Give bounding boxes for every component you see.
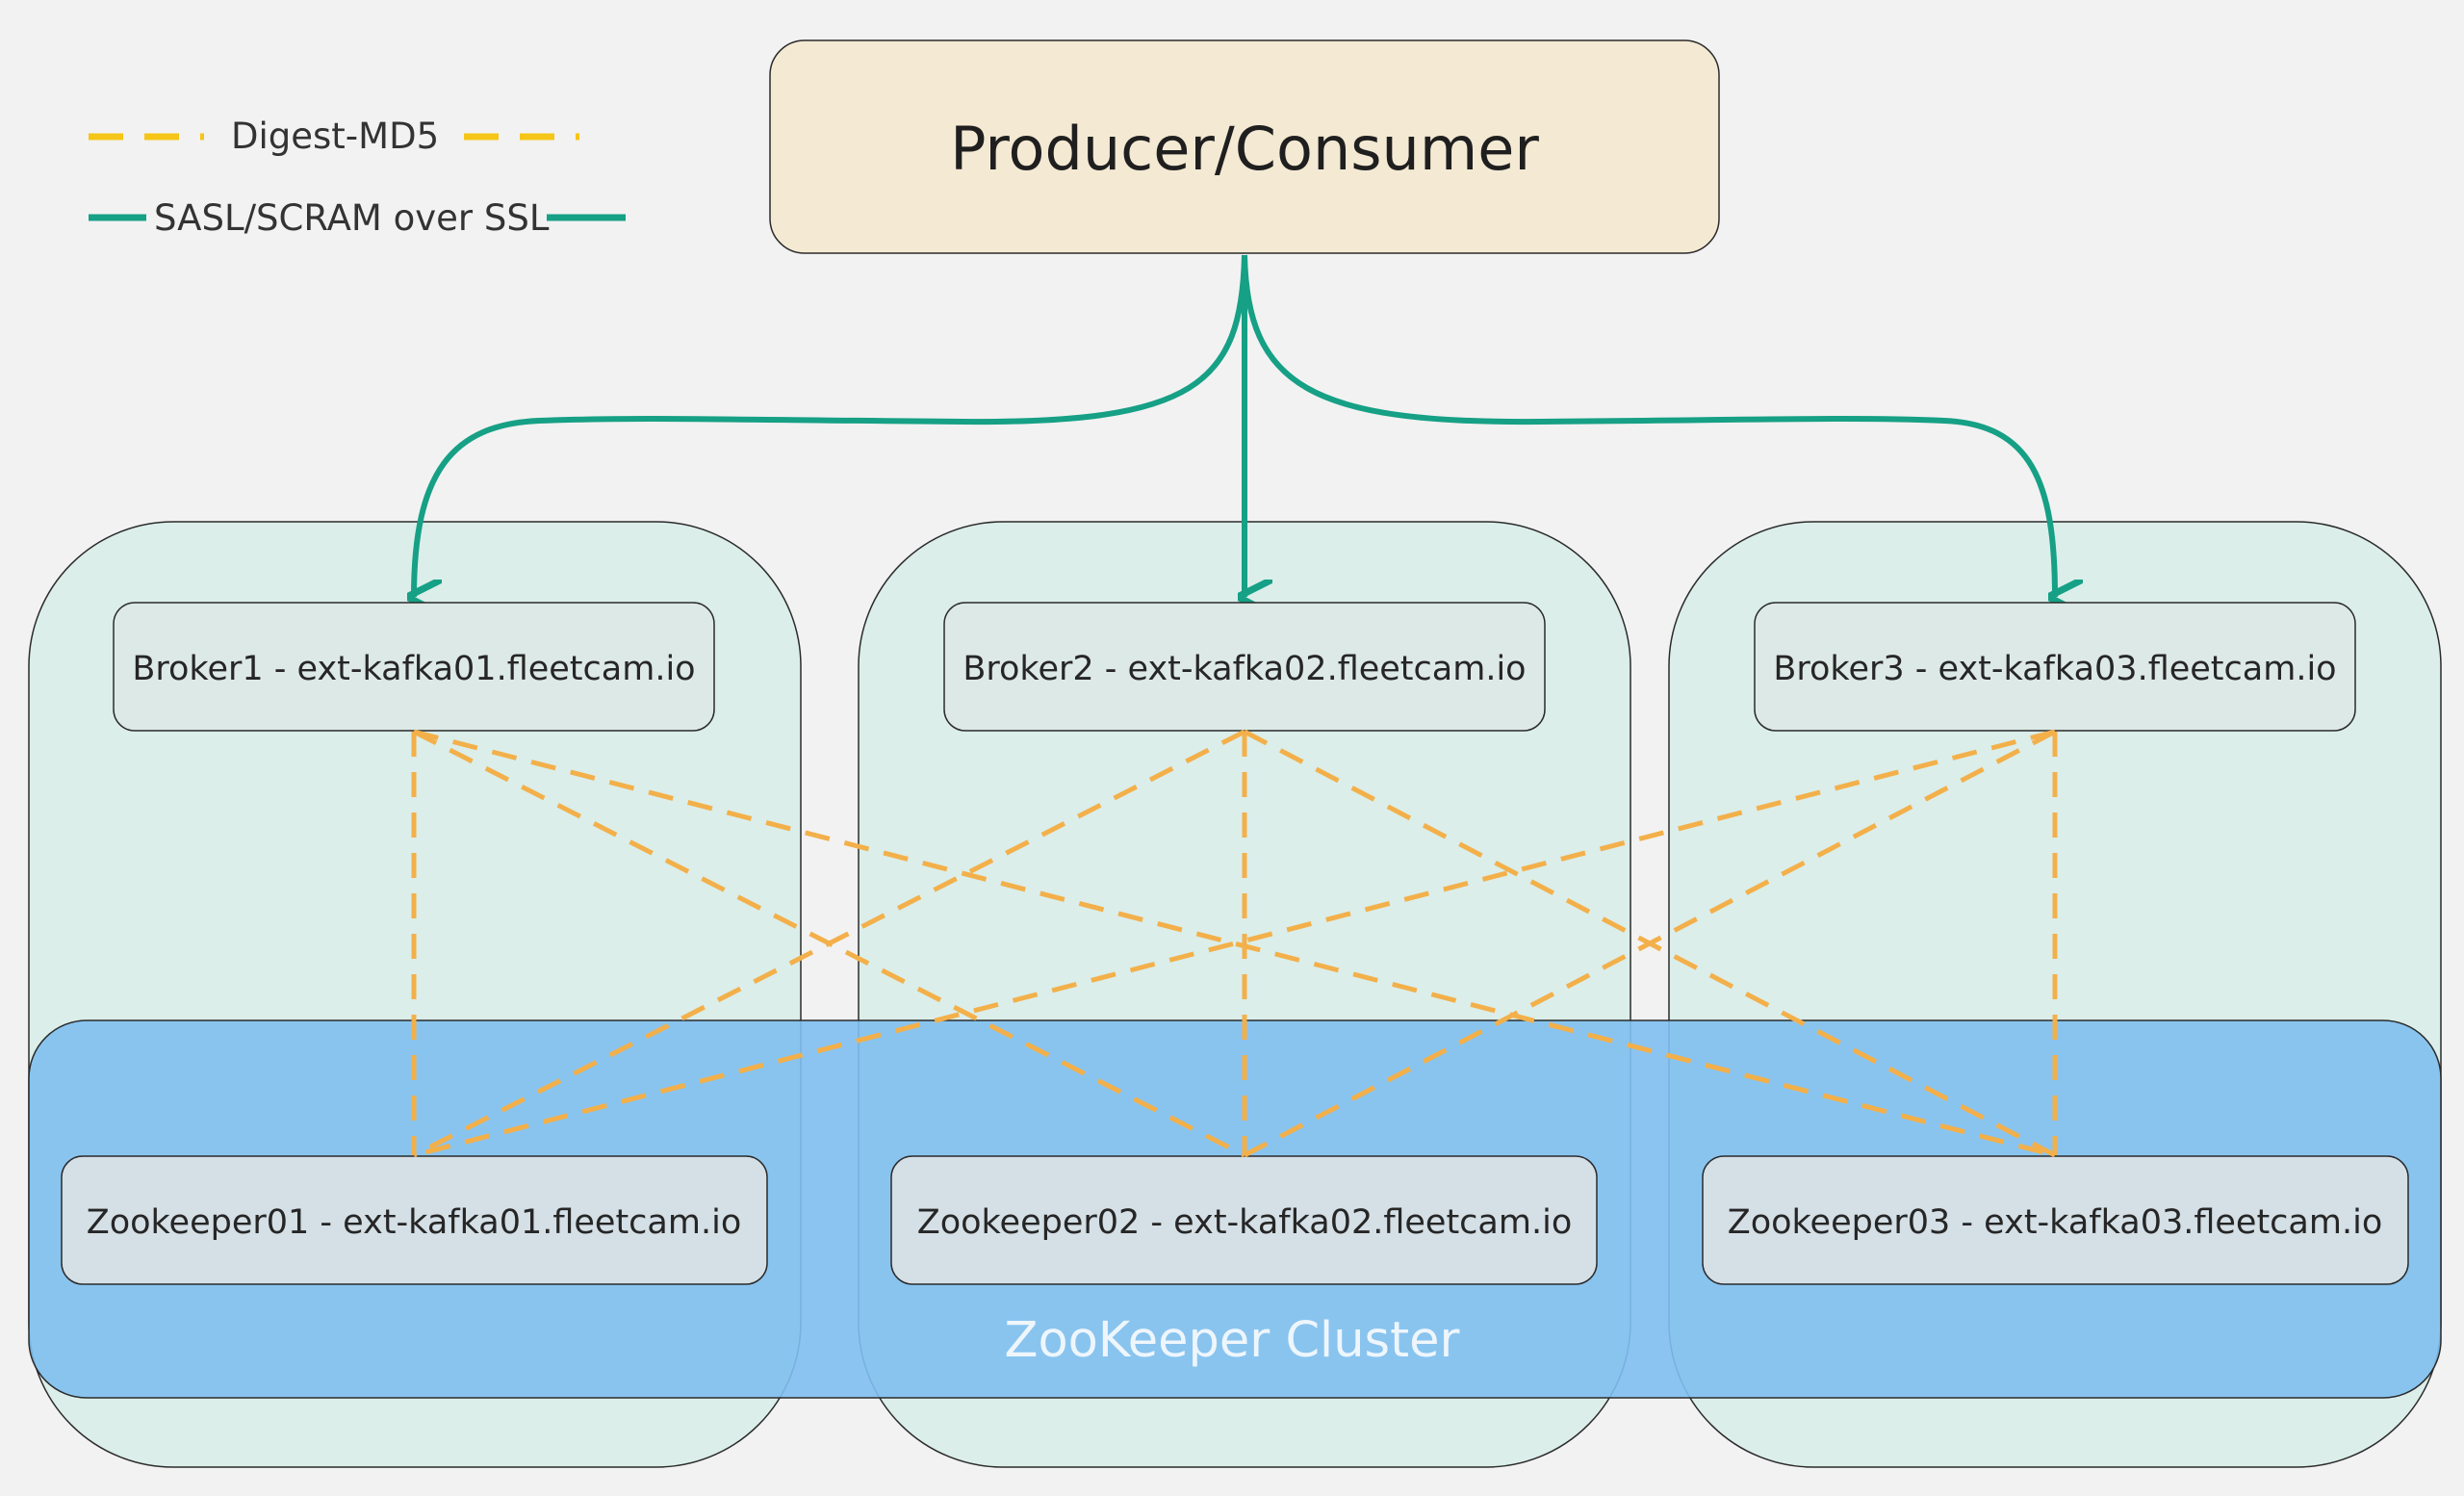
broker2-label: Broker2 - ext-kafka02.fleetcam.io [962,650,1526,688]
zookeeper03-node[interactable] [1702,1155,2409,1285]
broker1-node[interactable] [113,602,715,732]
zookeeper01-node[interactable] [61,1155,768,1285]
digest-b3-z2 [1243,729,2057,1158]
digest-connections [411,729,2058,1158]
legend: Digest-MD5 SASL/SCRAM over SSL [89,116,626,239]
zookeeper02-label: Zookeeper02 - ext-kafka02.fleetcam.io [917,1203,1573,1242]
zookeeper-cluster-label: ZooKeeper Cluster [1005,1312,1460,1369]
sasl-legend-label: SASL/SCRAM over SSL [154,197,550,239]
zookeeper01-label: Zookeeper01 - ext-kafka01.fleetcam.io [87,1203,742,1242]
producer-consumer-label: Producer/Consumer [950,114,1539,184]
broker3-node[interactable] [1754,602,2356,732]
sasl-connections [414,254,2055,597]
digest-legend-label: Digest-MD5 [231,116,439,157]
sasl-arrow-broker1 [414,254,1247,597]
broker3-label: Broker3 - ext-kafka03.fleetcam.io [1773,650,2336,688]
zookeeper02-node[interactable] [890,1155,1598,1285]
sasl-arrow-broker3 [1242,254,2055,597]
producer-consumer-box[interactable] [769,39,1720,254]
broker2-node[interactable] [943,602,1546,732]
zookeeper03-label: Zookeeper03 - ext-kafka03.fleetcam.io [1728,1203,2383,1242]
broker1-label: Broker1 - ext-kafka01.fleetcam.io [132,650,695,688]
digest-b2-z1 [412,729,1246,1158]
